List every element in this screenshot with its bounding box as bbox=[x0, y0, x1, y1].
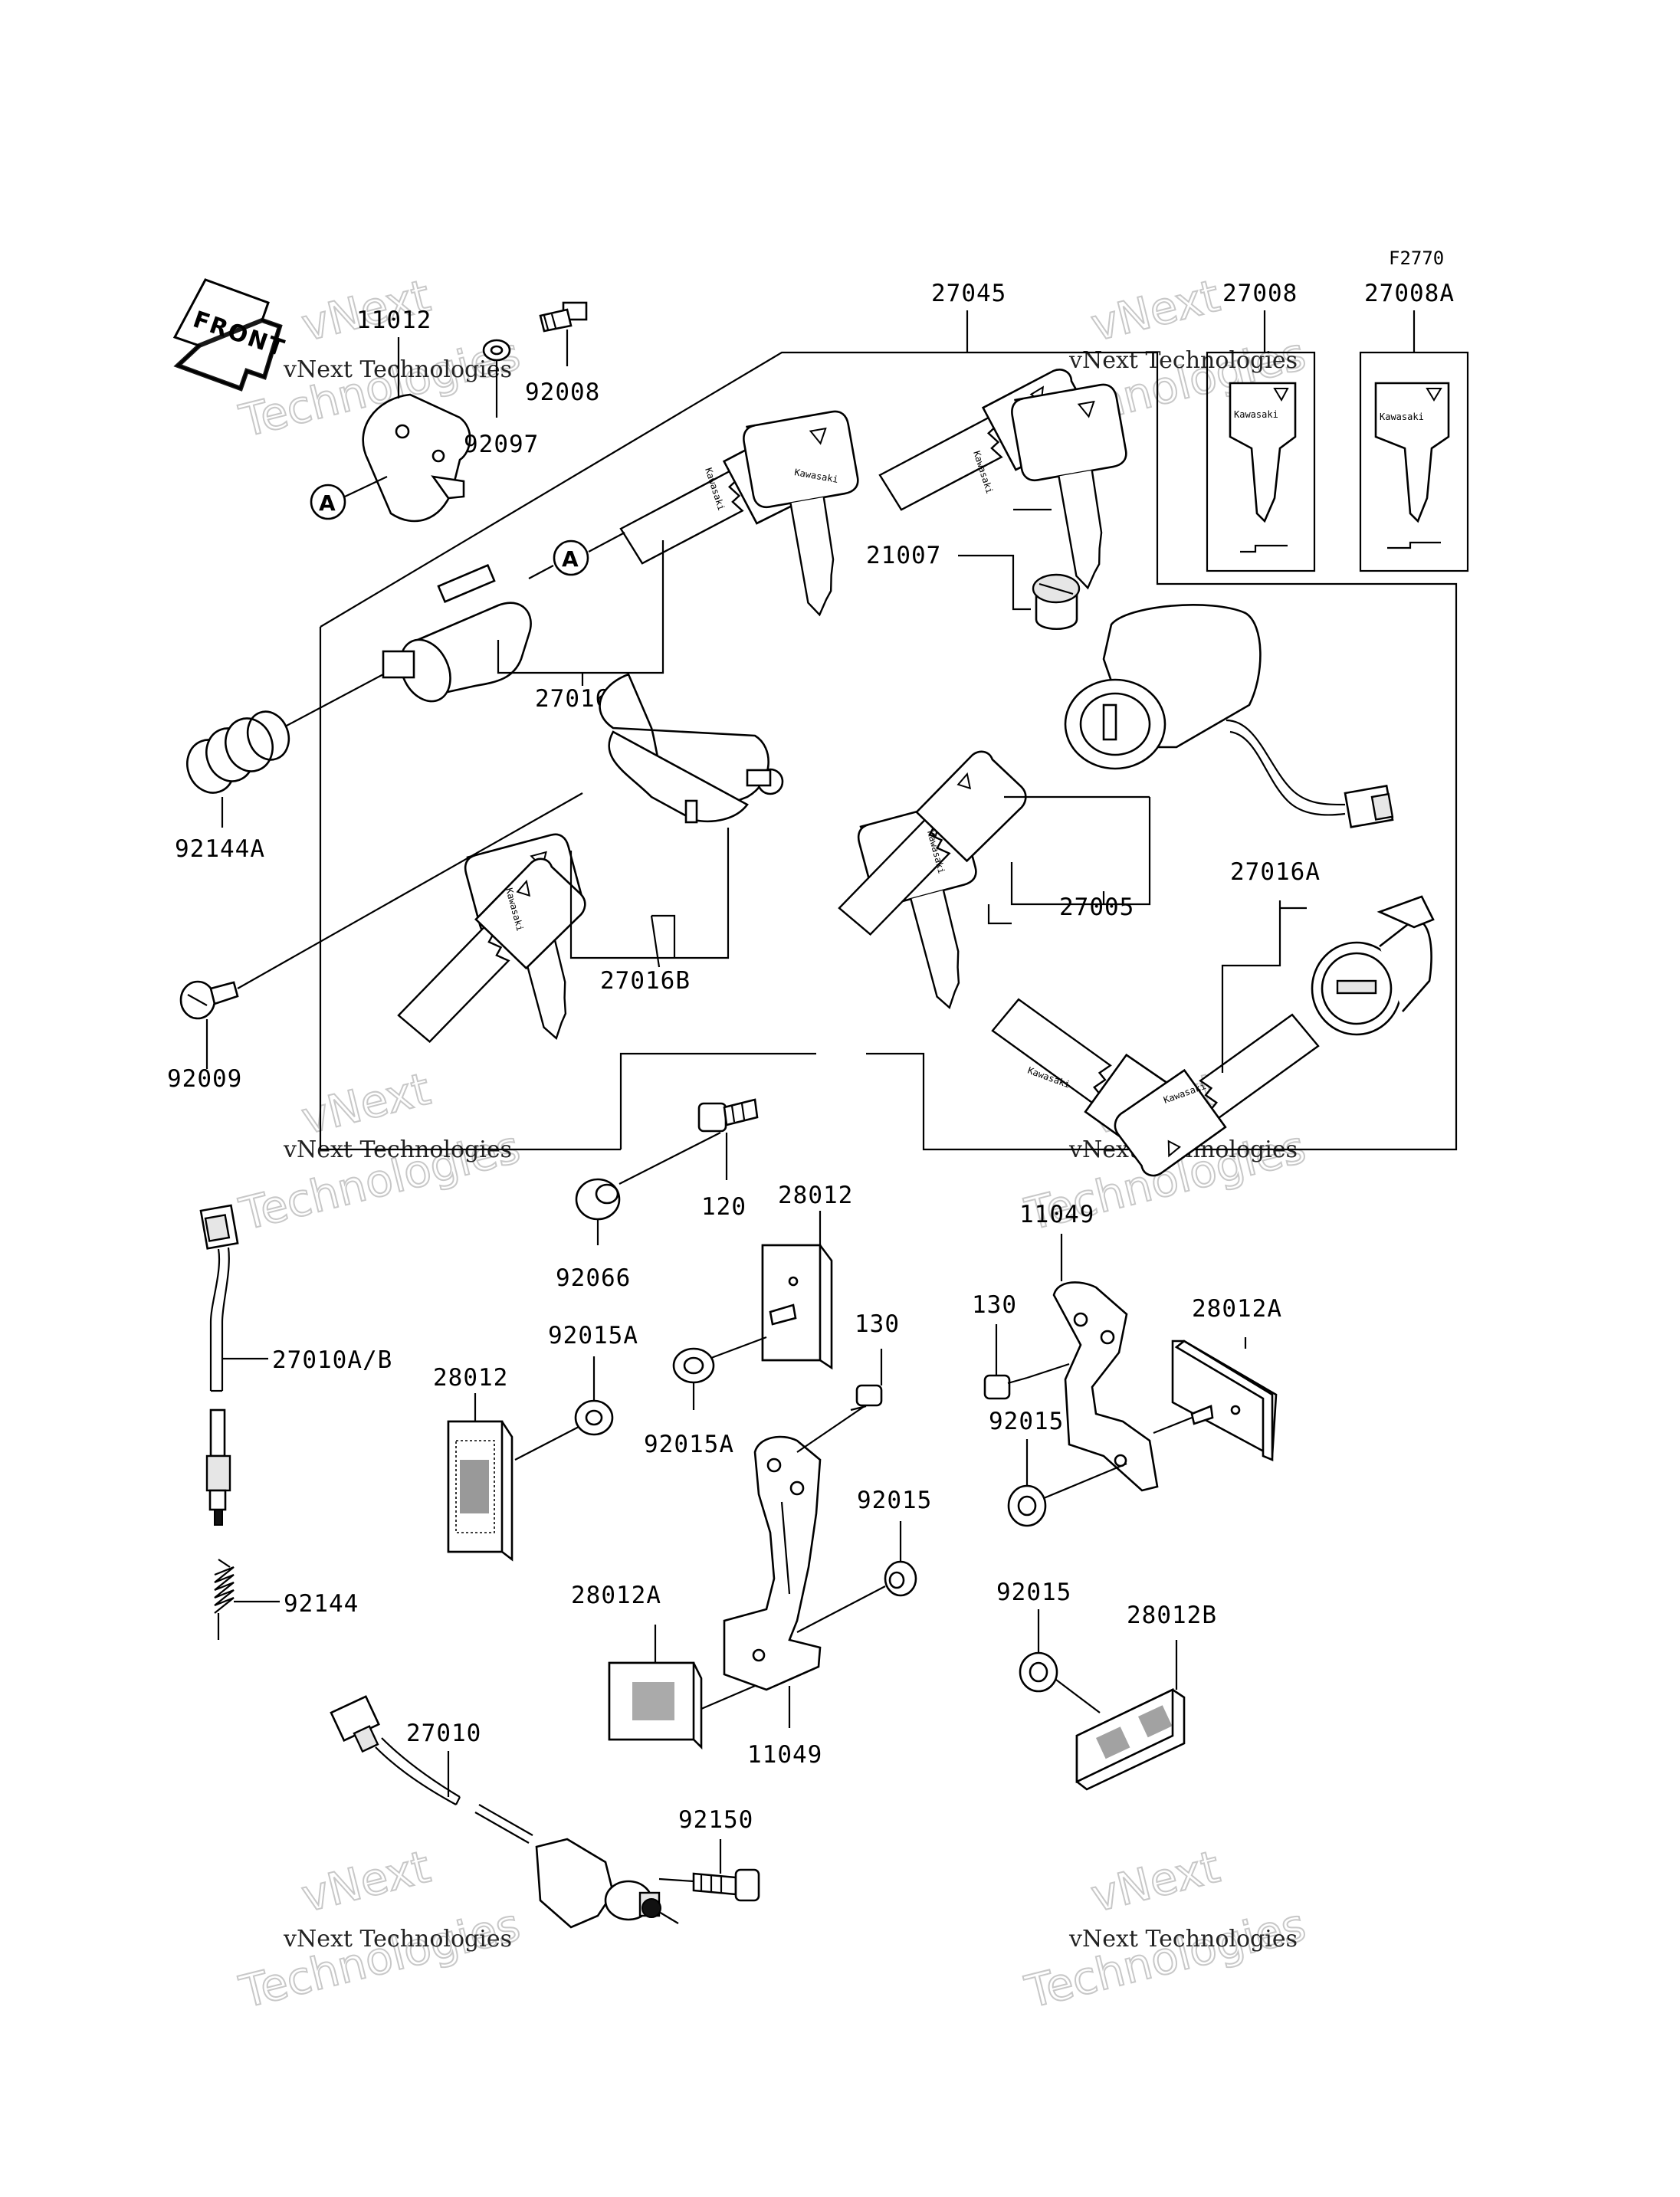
part-21007-cap bbox=[1032, 573, 1081, 631]
part-11049-bracket-right bbox=[1052, 1281, 1159, 1492]
svg-text:vNext: vNext bbox=[297, 1841, 435, 1923]
part-27016B-keys: Kawasaki bbox=[364, 830, 617, 1051]
front-arrow-icon: FRONT bbox=[172, 278, 289, 392]
svg-text:vNext: vNext bbox=[297, 1063, 435, 1145]
label-28012-left: 28012 bbox=[433, 1364, 508, 1392]
svg-text:Technologies: Technologies bbox=[235, 1898, 525, 2018]
label-92008: 92008 bbox=[525, 379, 600, 406]
svg-text:Kawasaki: Kawasaki bbox=[1234, 409, 1278, 420]
part-130-bolt-left bbox=[850, 1384, 883, 1412]
part-92008-bolt bbox=[539, 301, 588, 333]
label-28012-top: 28012 bbox=[778, 1182, 853, 1209]
part-28012B-reflector bbox=[1075, 1687, 1186, 1791]
label-27016: 27016 bbox=[535, 685, 610, 713]
callout-a-keys: A bbox=[553, 539, 589, 576]
part-92097-washer bbox=[482, 339, 511, 362]
label-11012: 11012 bbox=[356, 307, 431, 334]
part-28012-reflector-left bbox=[447, 1420, 514, 1562]
part-92009-screw bbox=[179, 980, 239, 1020]
assembly-27045-boundary bbox=[319, 310, 1458, 1151]
label-28012A-right: 28012A bbox=[1192, 1295, 1282, 1323]
part-28012A-reflector-left bbox=[608, 1661, 703, 1750]
part-92015A-nut-mid bbox=[672, 1347, 715, 1384]
label-92015-mid: 92015 bbox=[857, 1487, 932, 1514]
callout-a-plate: A bbox=[310, 484, 346, 520]
part-92150-bolt bbox=[692, 1868, 760, 1902]
label-92015-low: 92015 bbox=[996, 1579, 1071, 1606]
part-92015-nut-right bbox=[1007, 1484, 1047, 1527]
label-28012B: 28012B bbox=[1127, 1602, 1217, 1629]
svg-text:vNext Technologies: vNext Technologies bbox=[1068, 347, 1298, 374]
label-27005: 27005 bbox=[1059, 894, 1134, 921]
svg-text:Kawasaki: Kawasaki bbox=[1380, 412, 1424, 422]
svg-text:A: A bbox=[562, 546, 579, 572]
label-27016B: 27016B bbox=[600, 967, 691, 995]
part-92144-spring bbox=[214, 1559, 235, 1640]
label-28012A-left: 28012A bbox=[571, 1582, 661, 1609]
label-92150: 92150 bbox=[678, 1806, 753, 1834]
label-92015A-top: 92015A bbox=[548, 1322, 638, 1349]
part-27008A-key: Kawasaki bbox=[1359, 351, 1469, 572]
label-27045: 27045 bbox=[931, 280, 1006, 307]
label-130-left: 130 bbox=[855, 1310, 900, 1338]
part-120-bolt bbox=[697, 1098, 759, 1133]
part-92144A-spring bbox=[186, 710, 290, 794]
watermark-bottom-right: vNext Technologies vNext Technologies bbox=[1019, 1840, 1311, 2019]
label-92015-right: 92015 bbox=[989, 1408, 1064, 1435]
part-27016A-lock bbox=[1311, 895, 1435, 1036]
part-27010AB-switch bbox=[199, 1204, 239, 1526]
label-120: 120 bbox=[701, 1193, 746, 1221]
label-27016A: 27016A bbox=[1230, 858, 1321, 886]
svg-text:vNext Technologies: vNext Technologies bbox=[283, 356, 512, 383]
label-27010: 27010 bbox=[406, 1720, 481, 1747]
label-92015A-mid: 92015A bbox=[644, 1431, 734, 1458]
part-27005-keys: Kawasaki bbox=[805, 740, 1049, 1021]
part-92015-nut-low bbox=[1019, 1651, 1058, 1693]
label-130-right: 130 bbox=[972, 1291, 1017, 1319]
label-27010AB: 27010A/B bbox=[272, 1346, 392, 1374]
svg-text:vNext Technologies: vNext Technologies bbox=[1068, 1926, 1298, 1953]
label-11049-bottom: 11049 bbox=[747, 1741, 822, 1769]
part-27016-cylinder bbox=[382, 563, 532, 703]
watermark-mid-left: vNext Technologies vNext Technologies bbox=[234, 1062, 526, 1241]
part-27016-keys: Kawasaki Kawasaki bbox=[605, 408, 881, 624]
label-92144A: 92144A bbox=[175, 835, 265, 863]
label-27008A: 27008A bbox=[1364, 280, 1455, 307]
part-27010-switch bbox=[330, 1695, 679, 1929]
part-11049-bracket-centre bbox=[723, 1435, 822, 1691]
part-92015A-nut-top bbox=[574, 1399, 614, 1436]
part-28012-reflector-top bbox=[761, 1244, 833, 1370]
watermark-bottom-left: vNext Technologies vNext Technologies bbox=[234, 1840, 526, 2019]
label-11049-right: 11049 bbox=[1019, 1201, 1094, 1228]
part-28012A-reflector-right bbox=[1171, 1340, 1278, 1461]
part-27016B-lock bbox=[599, 673, 784, 824]
label-21007: 21007 bbox=[866, 542, 941, 569]
label-92144: 92144 bbox=[284, 1590, 359, 1618]
svg-text:vNext Technologies: vNext Technologies bbox=[283, 1926, 512, 1953]
svg-text:A: A bbox=[319, 490, 336, 516]
svg-text:vNext: vNext bbox=[1086, 1841, 1225, 1923]
part-130-bolt-right bbox=[983, 1374, 1028, 1400]
part-27008-key: Kawasaki bbox=[1206, 351, 1316, 572]
label-92097: 92097 bbox=[464, 431, 539, 458]
part-92015-nut-mid bbox=[884, 1560, 917, 1597]
svg-text:Technologies: Technologies bbox=[1020, 1898, 1311, 2018]
label-27008: 27008 bbox=[1222, 280, 1298, 307]
svg-text:vNext: vNext bbox=[1086, 270, 1225, 352]
label-92066: 92066 bbox=[556, 1264, 631, 1292]
part-11012-plate bbox=[362, 393, 471, 523]
part-27005-switch bbox=[1064, 604, 1394, 828]
part-92066-grommet bbox=[575, 1178, 621, 1221]
figure-code: F2770 bbox=[1389, 248, 1444, 269]
label-92009: 92009 bbox=[167, 1065, 242, 1093]
